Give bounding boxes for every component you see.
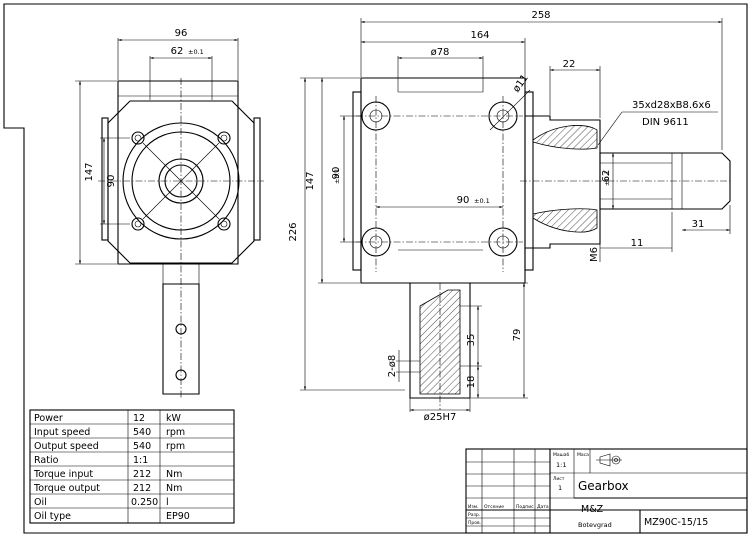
title-block: Машаб 1:1 Маса Лист 1 Gearbox M&Z Botevg… bbox=[465, 448, 748, 534]
spec-unit: Nm bbox=[166, 469, 182, 480]
dim-62: 62 bbox=[171, 46, 184, 57]
dim-dia11: ø11 bbox=[511, 73, 531, 95]
dim-147-left: 147 bbox=[84, 162, 95, 181]
dim-79: 79 bbox=[512, 329, 523, 342]
dim-164: 164 bbox=[470, 30, 489, 41]
spec-value: 540 bbox=[133, 427, 151, 438]
spec-value: 212 bbox=[133, 483, 151, 494]
spec-label: Input speed bbox=[34, 427, 90, 438]
col-label: Дата bbox=[537, 504, 549, 510]
projection-symbol-icon bbox=[596, 453, 622, 467]
row-label: Разр. bbox=[468, 512, 480, 518]
drawing-title: Gearbox bbox=[578, 479, 629, 493]
main-view bbox=[352, 77, 731, 410]
col-label: Отсение bbox=[484, 504, 504, 510]
dim-35: 35 bbox=[466, 334, 477, 347]
spec-label: Output speed bbox=[34, 441, 99, 452]
dim-90-vertical: 90 bbox=[331, 167, 342, 180]
sheet-value: 1 bbox=[558, 484, 562, 492]
spec-label: Power bbox=[34, 413, 63, 424]
drawing-number: MZ90C-15/15 bbox=[644, 517, 708, 528]
dim-96: 96 bbox=[175, 28, 188, 39]
dim-62-tol: ±0.1 bbox=[188, 48, 204, 56]
dim-62-shaft: 62 bbox=[601, 170, 612, 183]
spline-standard: DIN 9611 bbox=[642, 117, 689, 128]
spec-value: 1:1 bbox=[133, 455, 148, 466]
dim-31: 31 bbox=[692, 219, 705, 230]
spec-unit: l bbox=[166, 497, 169, 508]
dim-m6: M6 bbox=[589, 247, 600, 262]
sheet-frame bbox=[3, 3, 748, 534]
spec-label: Torque output bbox=[33, 483, 100, 494]
spec-unit: EP90 bbox=[166, 511, 190, 522]
spec-label: Oil type bbox=[34, 511, 71, 522]
dim-11: 11 bbox=[631, 238, 644, 249]
dim-dia78: ø78 bbox=[431, 47, 450, 58]
dim-62-shaft-tol: ±0.1 bbox=[603, 170, 611, 186]
scale-value: 1:1 bbox=[556, 461, 566, 469]
dim-90-vertical-tol: ±0.1 bbox=[333, 168, 341, 184]
spec-unit: kW bbox=[166, 413, 182, 424]
company-name: M&Z bbox=[581, 504, 604, 515]
spec-value: 12 bbox=[133, 413, 145, 424]
spec-label: Ratio bbox=[34, 455, 59, 466]
row-label: Изм. bbox=[468, 504, 479, 510]
dim-90-horizontal: 90 bbox=[457, 195, 470, 206]
sheet-label: Лист bbox=[553, 476, 565, 482]
spec-value: 540 bbox=[133, 441, 151, 452]
main-dimensions: 258 164 ø78 ø11 22 35xd28xB8.6x6 DIN 961… bbox=[288, 10, 731, 423]
spec-label: Torque input bbox=[33, 469, 93, 480]
dim-90-horizontal-tol: ±0.1 bbox=[474, 197, 490, 205]
spec-value: 212 bbox=[133, 469, 151, 480]
dim-258: 258 bbox=[531, 10, 550, 21]
mass-label: Маса bbox=[577, 452, 589, 458]
dim-bore: ø25H7 bbox=[424, 412, 457, 423]
spec-label: Oil bbox=[34, 497, 47, 508]
spec-unit: rpm bbox=[166, 441, 185, 452]
company-city: Botevgrad bbox=[578, 521, 612, 529]
spline-spec: 35xd28xB8.6x6 bbox=[632, 100, 711, 111]
dim-18: 18 bbox=[466, 376, 477, 389]
left-dimensions: 96 62 ±0.1 147 90 bbox=[75, 28, 239, 265]
col-label: Подпис bbox=[516, 504, 534, 510]
dim-pin: 2-ø8 bbox=[387, 355, 398, 377]
dim-22: 22 bbox=[563, 59, 576, 70]
dim-147-main: 147 bbox=[305, 171, 316, 190]
dim-226: 226 bbox=[288, 222, 299, 241]
row-label: Пров. bbox=[468, 520, 481, 526]
left-view bbox=[98, 78, 264, 398]
spec-value: 0.250 bbox=[131, 497, 158, 508]
dim-90-left: 90 bbox=[106, 175, 117, 188]
spec-unit: Nm bbox=[166, 483, 182, 494]
scale-label: Машаб bbox=[553, 452, 570, 458]
spec-table: Power 12 kW Input speed 540 rpm Output s… bbox=[29, 409, 235, 524]
spec-unit: rpm bbox=[166, 427, 185, 438]
